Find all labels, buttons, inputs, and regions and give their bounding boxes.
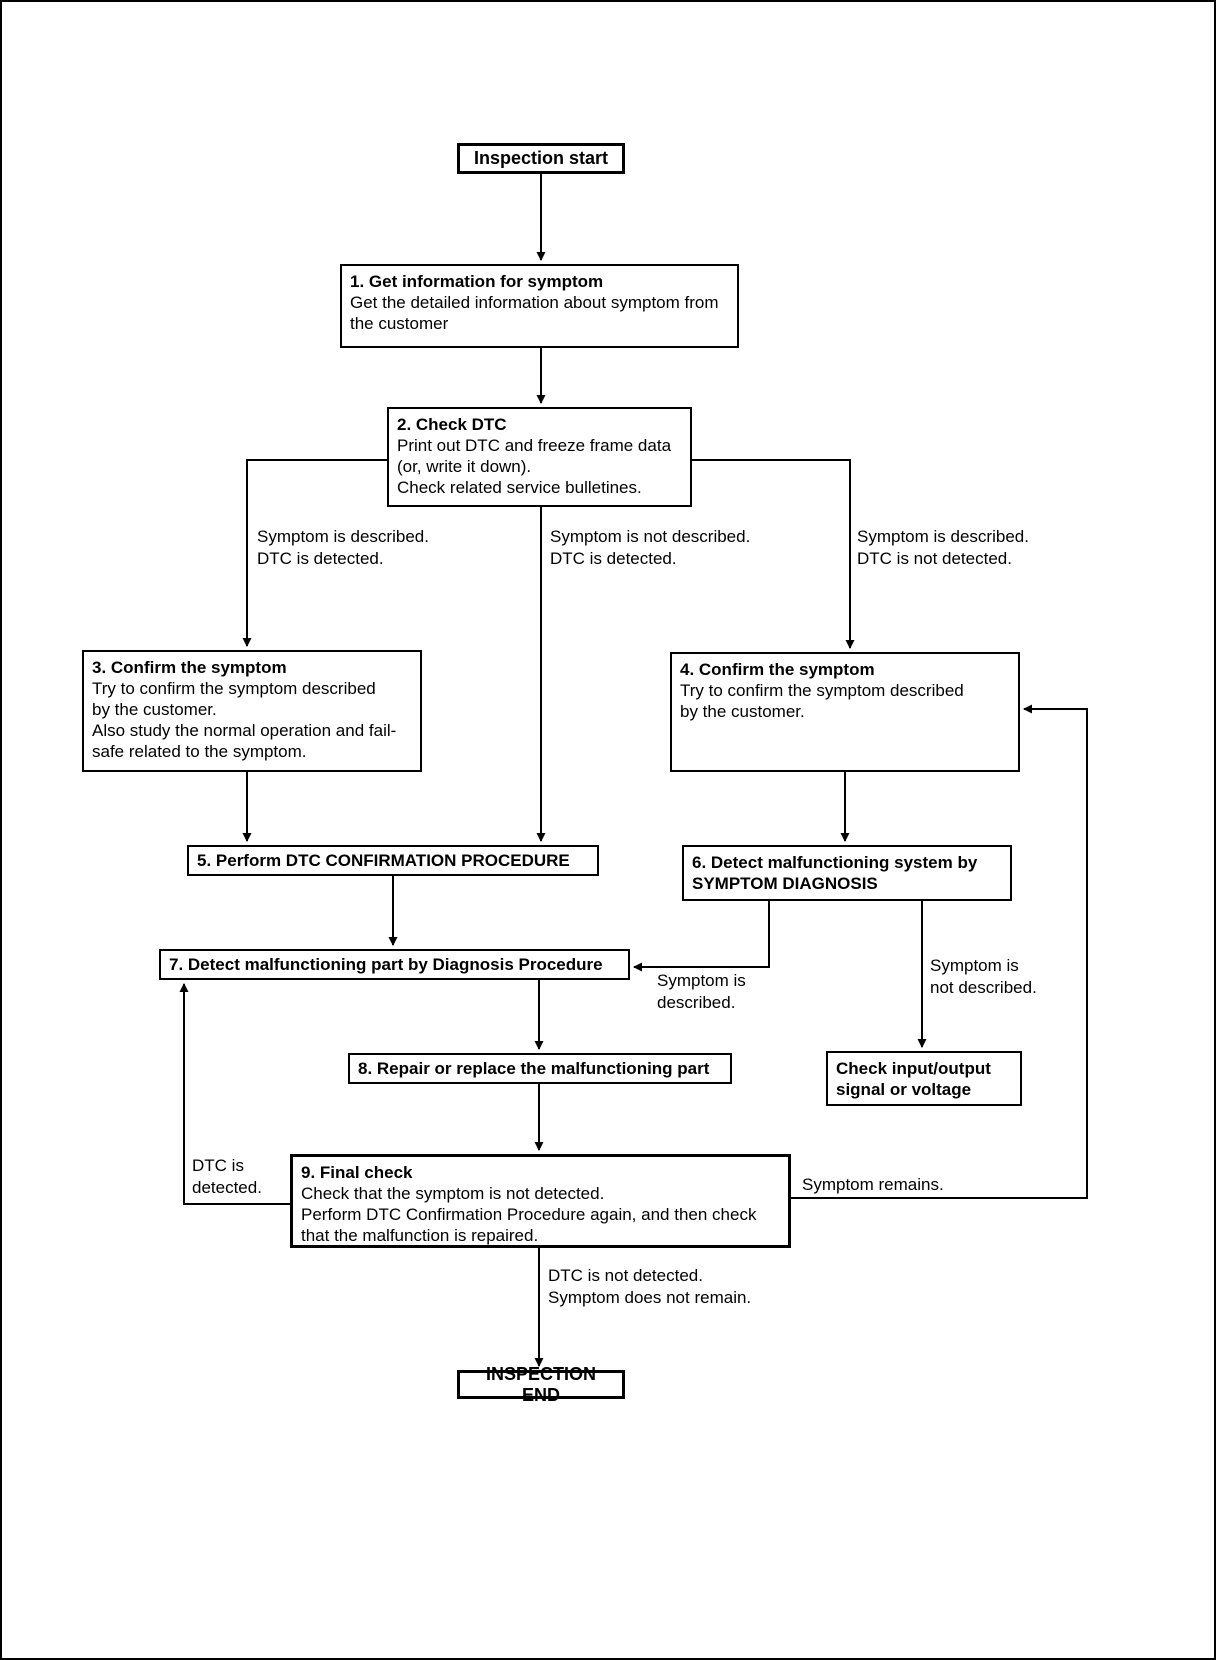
edge-n2-to-n3 xyxy=(242,459,387,647)
node-body: Try to confirm the symptom described by … xyxy=(680,681,964,721)
node-title: 6. Detect malfunctioning system by SYMPT… xyxy=(692,853,978,893)
node-5-dtc-confirmation-procedure: 5. Perform DTC CONFIRMATION PROCEDURE xyxy=(187,845,599,876)
edge-n9-loop-to-n7 xyxy=(179,983,290,1205)
node-9-final-check: 9. Final check Check that the symptom is… xyxy=(290,1154,791,1248)
node-label: Inspection start xyxy=(473,148,609,168)
node-title: Check input/output signal or voltage xyxy=(836,1059,991,1099)
node-title: 7. Detect malfunctioning part by Diagnos… xyxy=(169,955,603,974)
node-3-confirm-symptom: 3. Confirm the symptom Try to confirm th… xyxy=(82,650,422,772)
node-inspection-end: INSPECTION END xyxy=(457,1364,625,1405)
label-symptom-remains: Symptom remains. xyxy=(802,1175,944,1194)
node-body: Print out DTC and freeze frame data (or,… xyxy=(397,436,672,497)
node-body: Get the detailed information about sympt… xyxy=(350,293,719,333)
node-title: 9. Final check xyxy=(301,1163,413,1182)
node-body: Try to confirm the symptom described by … xyxy=(92,679,397,761)
node-2-check-dtc: 2. Check DTC Print out DTC and freeze fr… xyxy=(387,407,692,507)
label-dtc-not-detected: DTC is not detected. Symptom does not re… xyxy=(548,1266,752,1307)
node-4-confirm-symptom: 4. Confirm the symptom Try to confirm th… xyxy=(670,652,1020,772)
node-1-get-information: 1. Get information for symptom Get the d… xyxy=(340,264,739,348)
node-8-repair-or-replace: 8. Repair or replace the malfunctioning … xyxy=(348,1053,732,1084)
node-inspection-start: Inspection start xyxy=(457,143,625,174)
node-check-io-signal: Check input/output signal or voltage xyxy=(826,1051,1022,1106)
edge-n6-to-n7 xyxy=(633,901,770,972)
node-title: 3. Confirm the symptom xyxy=(92,658,287,677)
edge-n2-to-n4 xyxy=(692,459,855,649)
node-title: 5. Perform DTC CONFIRMATION PROCEDURE xyxy=(197,851,570,870)
label-branch-left: Symptom is described. DTC is detected. xyxy=(257,527,429,568)
label-branch-right: Symptom is described. DTC is not detecte… xyxy=(857,527,1029,568)
label-dtc-detected: DTC is detected. xyxy=(192,1156,262,1197)
node-7-detect-malfunctioning-part: 7. Detect malfunctioning part by Diagnos… xyxy=(159,949,630,980)
label-symptom-described: Symptom is described. xyxy=(657,971,746,1012)
node-title: 4. Confirm the symptom xyxy=(680,660,875,679)
node-label: INSPECTION END xyxy=(485,1363,596,1405)
node-6-symptom-diagnosis: 6. Detect malfunctioning system by SYMPT… xyxy=(682,845,1012,901)
node-title: 8. Repair or replace the malfunctioning … xyxy=(358,1059,710,1078)
edge-n9-loop-to-n4 xyxy=(791,704,1088,1199)
label-symptom-not-described: Symptom is not described. xyxy=(930,956,1037,997)
label-branch-middle: Symptom is not described. DTC is detecte… xyxy=(550,527,751,568)
node-body: Check that the symptom is not detected. … xyxy=(301,1184,757,1245)
node-title: 2. Check DTC xyxy=(397,415,507,434)
node-title: 1. Get information for symptom xyxy=(350,272,604,291)
